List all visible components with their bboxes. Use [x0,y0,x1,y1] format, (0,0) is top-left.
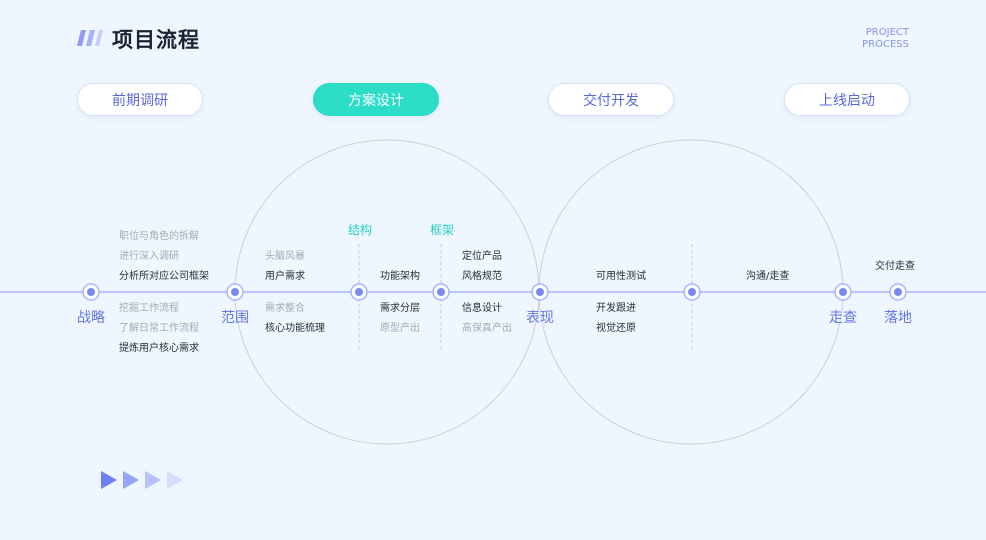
phase-development-button[interactable]: 交付开发 [548,83,674,116]
framework-item: 高保真产出 [462,323,512,334]
timeline-node [889,283,907,301]
stage-scope-label: 范围 [221,310,249,326]
scope-item: 用户需求 [265,271,305,282]
subtitle-line-1: PROJECT [865,27,909,38]
timeline-node [531,283,549,301]
play-arrows-icon [101,471,183,489]
phase-design-button[interactable]: 方案设计 [313,83,439,116]
review-item: 沟通/走查 [746,271,790,282]
timeline-node [834,283,852,301]
strategy-item: 进行深入调研 [119,251,179,262]
stage-surface-label: 表现 [526,310,554,326]
stage-landing-label: 落地 [884,310,912,326]
framework-item: 定位产品 [462,251,502,262]
strategy-item: 职位与角色的拆解 [119,231,199,242]
phase-launch-button[interactable]: 上线启动 [784,83,910,116]
title-slashes-icon [77,30,103,46]
framework-label: 框架 [430,223,455,237]
structure-item: 原型产出 [380,323,420,334]
framework-item: 信息设计 [462,303,502,314]
scope-item: 头脑风暴 [265,251,305,262]
strategy-item: 了解日常工作流程 [119,323,199,334]
phase-research-button[interactable]: 前期调研 [77,83,203,116]
page-title: 项目流程 [112,28,200,52]
stage-review-label: 走查 [829,310,857,326]
deliver-item: 交付走查 [875,261,915,272]
test-item: 可用性测试 [596,271,646,282]
timeline-node [350,283,368,301]
test-item: 开发跟进 [596,303,636,314]
strategy-item: 提炼用户核心需求 [119,343,199,354]
scope-item: 核心功能梳理 [265,323,325,334]
timeline-node [432,283,450,301]
strategy-item: 挖掘工作流程 [119,303,179,314]
timeline-node [82,283,100,301]
structure-item: 需求分层 [380,303,420,314]
test-item: 视觉还原 [596,323,636,334]
structure-item: 功能架构 [380,271,420,282]
scope-item: 需求整合 [265,303,305,314]
framework-item: 风格规范 [462,271,502,282]
strategy-item: 分析所对应公司框架 [119,271,209,282]
page-subtitle-english: PROJECT PROCESS [862,27,909,51]
subtitle-line-2: PROCESS [862,39,909,50]
timeline-node [683,283,701,301]
structure-label: 结构 [348,223,373,237]
timeline-node [226,283,244,301]
stage-strategy-label: 战略 [77,310,105,326]
